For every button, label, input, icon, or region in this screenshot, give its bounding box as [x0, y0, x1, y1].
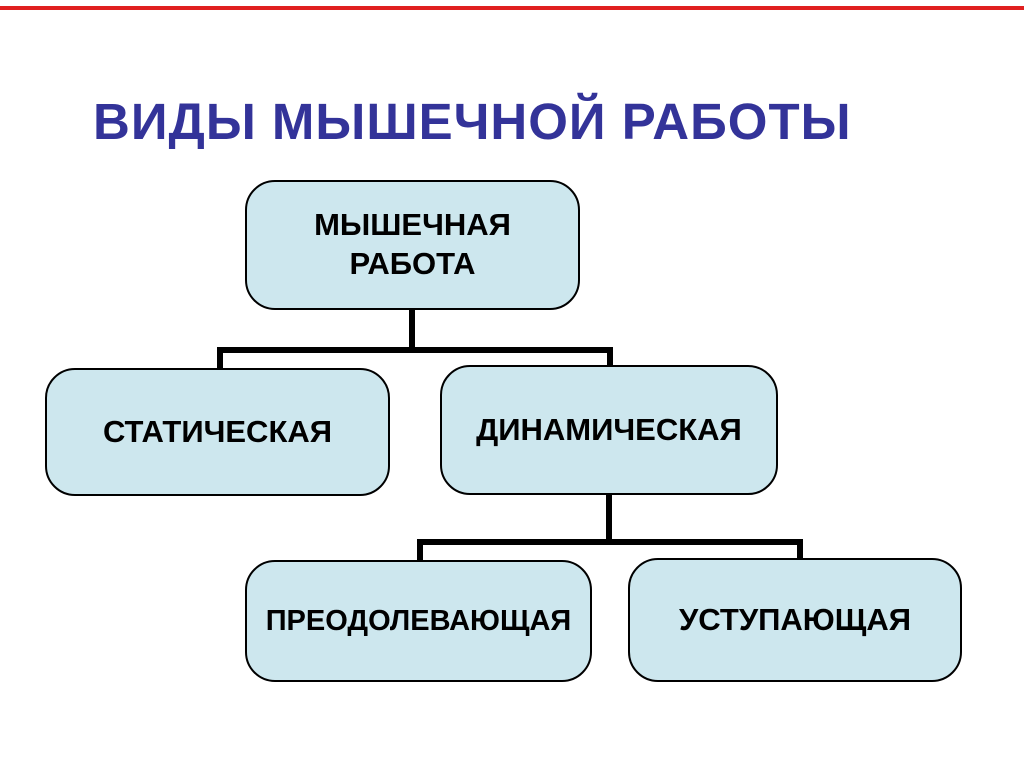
slide-title: ВИДЫ МЫШЕЧНОЙ РАБОТЫ — [93, 93, 852, 151]
connector-level1-horizontal — [217, 347, 613, 353]
connector-root-vertical — [409, 308, 415, 352]
diagram-node-yielding: УСТУПАЮЩАЯ — [628, 558, 962, 682]
connector-overcoming-stub — [417, 539, 423, 565]
top-accent-line — [0, 6, 1024, 10]
node-label: УСТУПАЮЩАЯ — [678, 601, 911, 637]
connector-level2-horizontal — [417, 539, 803, 545]
connector-dynamic-vertical — [606, 493, 612, 545]
connector-yielding-stub — [797, 539, 803, 563]
diagram-node-muscular-work: МЫШЕЧНАЯ РАБОТА — [245, 180, 580, 310]
diagram-node-overcoming: ПРЕОДОЛЕВАЮЩАЯ — [245, 560, 592, 682]
node-label: ДИНАМИЧЕСКАЯ — [476, 411, 742, 447]
node-label: МЫШЕЧНАЯ РАБОТА — [314, 207, 511, 281]
diagram-node-static: СТАТИЧЕСКАЯ — [45, 368, 390, 496]
node-label: ПРЕОДОЛЕВАЮЩАЯ — [265, 604, 572, 637]
node-label: СТАТИЧЕСКАЯ — [102, 413, 333, 449]
connector-dynamic-stub — [607, 347, 613, 371]
connector-static-stub — [217, 347, 223, 373]
diagram-node-dynamic: ДИНАМИЧЕСКАЯ — [440, 365, 778, 495]
